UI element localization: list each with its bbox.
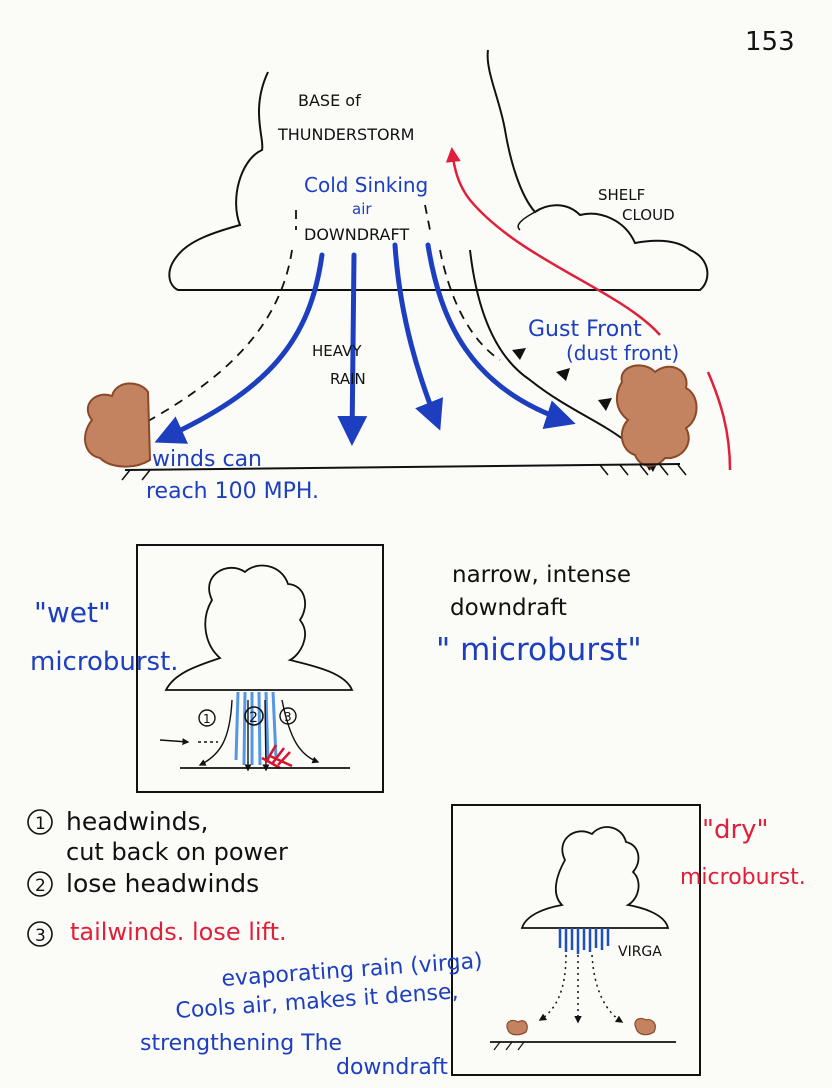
page-number: 153 [745,27,795,57]
note-2-number: 2 [35,876,46,896]
virga-streaks [558,928,610,954]
dry-microburst-label-line1: "dry" [702,815,769,845]
wet-microburst-label-line2: microburst. [30,647,179,677]
dry-microburst-box: VIRGA [451,804,701,1076]
note-2-text: lose headwinds [66,869,259,898]
downdraft-arrows [154,242,576,446]
microburst-label: " microburst" [436,632,642,668]
winds-label-line1: winds can [152,447,262,472]
wet-box-marker-1: 1 [203,712,211,726]
wet-box-red-burst [261,744,293,770]
dry-dust-right [634,1017,656,1036]
evaporating-note: evaporating rain (virga) Cools air, make… [140,949,483,1080]
updraft-arrow-tail [706,371,732,471]
dry-dust-left [506,1019,528,1036]
wet-microburst-box: 1 2 3 [136,544,384,793]
downdraft-boundary-left [131,210,297,471]
updraft-arrow [445,147,661,336]
downdraft-text-label: downdraft [450,595,567,621]
evaporating-line4: downdraft [336,1055,448,1080]
dust-cloud-left [84,382,152,468]
cloud-label-line2: THUNDERSTORM [277,125,414,144]
narrow-intense-label: narrow, intense [452,562,631,588]
ground-line-top [121,463,687,481]
downdraft-label: DOWNDRAFT [304,225,409,244]
shelf-cloud-label-line2: CLOUD [622,206,675,224]
evaporating-line3: strengthening The [140,1031,342,1056]
thunderstorm-diagram: BASE of THUNDERSTORM SHELF CLOUD Cold Si… [84,49,732,504]
shelf-cloud-label-line1: SHELF [598,186,645,204]
dry-box-cloud [520,826,670,929]
notes-list: 1 headwinds, cut back on power 2 lose he… [27,807,288,947]
note-1-text-line2: cut back on power [66,838,288,866]
wet-box-marker-3: 3 [284,710,292,724]
air-label: air [352,200,372,218]
note-1-text-line1: headwinds, [66,807,209,836]
note-3-text: tailwinds. lose lift. [70,918,287,946]
wet-microburst-label-line1: "wet" [34,596,111,629]
cold-sinking-air-label: Cold Sinking [304,173,428,197]
gust-front-label: Gust Front [528,317,642,342]
note-1-number: 1 [35,814,46,834]
evaporating-line2: Cools air, makes it dense, [175,979,460,1024]
thunderstorm-cloud [168,49,709,291]
wet-box-rain-shaft [234,691,278,766]
wet-box-cloud [164,564,354,691]
dry-microburst-label-line2: microburst. [680,865,806,890]
cloud-label-line1: BASE of [298,91,361,110]
heavy-rain-label-line2: RAIN [330,370,366,388]
wet-box-marker-2: 2 [249,710,258,726]
winds-label-line2: reach 100 MPH. [146,479,319,504]
heavy-rain-label-line1: HEAVY [312,342,362,360]
note-3-number: 3 [35,926,46,946]
dust-cloud-right [615,364,698,467]
dust-front-label: (dust front) [566,341,679,365]
virga-label: VIRGA [618,944,662,960]
downdraft-boundary-right [424,204,501,361]
